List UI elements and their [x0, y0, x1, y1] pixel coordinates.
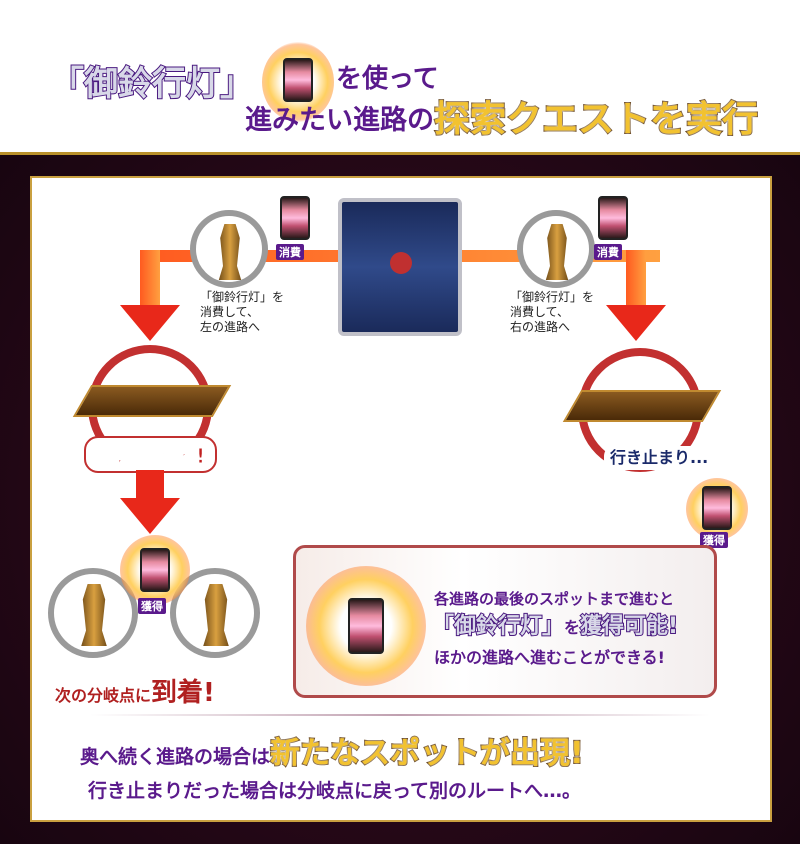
arrow-down-right-icon [606, 305, 666, 341]
desc-line: 「御鈴行灯」を [510, 290, 595, 304]
path-line-right [626, 250, 646, 310]
consume-badge: 消費 [276, 244, 304, 260]
arrow-down-left-icon [120, 305, 180, 341]
title-line2-start: 進みたい進路の [245, 105, 434, 136]
desc-line: 左の進路へ [200, 320, 261, 334]
desc-line: 「御鈴行灯」を [200, 290, 285, 304]
branch-gate-image [338, 198, 462, 336]
desc-line: 消費して、 [200, 305, 260, 319]
divider [90, 714, 710, 716]
footer-line1-start: 奥へ続く進路の場合は [80, 746, 271, 768]
obtain-badge: 獲得 [138, 598, 166, 614]
lantern-icon [598, 196, 628, 240]
arrow-shaft [136, 470, 164, 500]
consume-badge: 消費 [594, 244, 622, 260]
right-statue-circle [517, 210, 595, 288]
info-line3: ほかの進路へ進むことができる! [434, 648, 665, 667]
arrow-down-icon [120, 498, 180, 534]
left-statue-circle [190, 210, 268, 288]
obtainable-highlight: 獲得可能! [579, 613, 679, 640]
gate-emblem [390, 252, 412, 274]
lantern-icon [280, 196, 310, 240]
footer-line1: 奥へ続く進路の場合は新たなスポットが出現! [80, 728, 585, 772]
right-branch-description: 「御鈴行灯」を 消費して、 右の進路へ [510, 290, 594, 335]
obtain-badge: 獲得 [700, 532, 728, 548]
desc-line: 消費して、 [510, 305, 570, 319]
info-line2: 「御鈴行灯」を獲得可能! [431, 608, 679, 640]
dead-end-label: 行き止まり... [604, 446, 715, 470]
lantern-icon [283, 58, 313, 102]
advance-label: 先に進める! [84, 436, 218, 473]
lantern-icon [348, 598, 384, 654]
item-name: 「御鈴行灯」 [431, 613, 565, 640]
statue-icon [218, 224, 242, 280]
spot-platform-icon [72, 385, 232, 417]
statue-icon [81, 584, 107, 646]
caption-start: 次の分岐点に [55, 686, 152, 705]
title-line2-highlight: 探索クエストを実行 [433, 98, 759, 141]
info-line1: 各進路の最後のスポットまで進むと [434, 590, 675, 608]
path-line-left [140, 250, 160, 310]
arrive-caption: 次の分岐点に到着! [55, 672, 215, 709]
title-line1-rest: を使って [336, 64, 439, 94]
footer-line1-highlight: 新たなスポットが出現! [269, 735, 585, 772]
title-item-name: 「御鈴行灯」 [49, 63, 255, 105]
lantern-icon [702, 486, 732, 530]
footer-line2: 行き止まりだった場合は分岐点に戻って別のルートへ…。 [88, 780, 582, 802]
desc-line: 右の進路へ [510, 320, 571, 334]
spot-platform-icon [562, 390, 722, 422]
left-branch-description: 「御鈴行灯」を 消費して、 左の進路へ [200, 290, 284, 335]
statue-icon [203, 584, 229, 646]
statue-icon [545, 224, 569, 280]
lantern-icon [140, 548, 170, 592]
info-box: 各進路の最後のスポットまで進むと 「御鈴行灯」を獲得可能! ほかの進路へ進むこと… [293, 545, 717, 698]
caption-highlight: 到着! [151, 678, 215, 708]
info-mid: を [564, 618, 581, 637]
